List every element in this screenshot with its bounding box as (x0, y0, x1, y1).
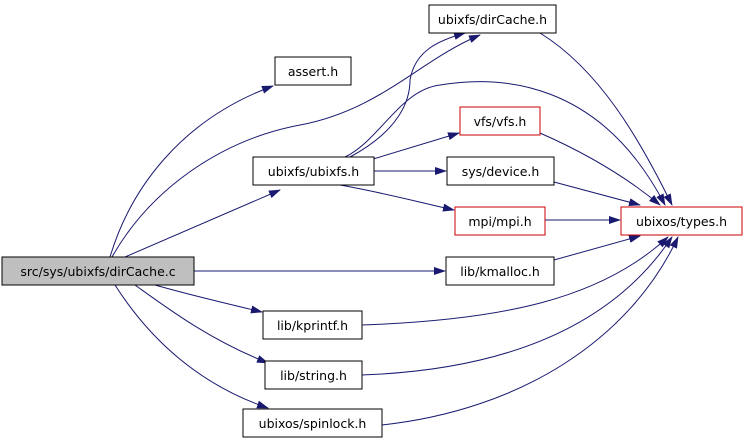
edge-device-to-types-path (553, 181, 641, 207)
edge-ubixfs-to-vfs (369, 132, 460, 161)
edge-ubixfs-to-dircache-path (349, 32, 466, 158)
node-root-label: src/sys/ubixfs/dirCache.c (20, 264, 175, 279)
edge-root-to-dircache (111, 34, 481, 258)
node-kprintf[interactable]: lib/kprintf.h (262, 310, 363, 340)
edge-ubixfs-to-vfs-path (369, 132, 460, 161)
edge-device-to-types (553, 181, 641, 207)
node-ubixfs-ubixfs-box (252, 156, 375, 186)
edge-kprintf-to-types-path (361, 236, 669, 326)
node-assert[interactable]: assert.h (274, 56, 352, 86)
node-sys-device-label: sys/device.h (462, 164, 540, 179)
node-string-label: lib/string.h (280, 368, 347, 383)
node-kmalloc-label: lib/kmalloc.h (460, 264, 540, 279)
nodes-layer: src/sys/ubixfs/dirCache.c assert.h ubixf… (1, 4, 743, 438)
edge-ubixfs-to-dircache (349, 32, 466, 158)
node-ubixfs-ubixfs-label: ubixfs/ubixfs.h (268, 164, 359, 179)
node-assert-box (274, 56, 352, 86)
edge-spinlock-to-types-path (381, 236, 679, 426)
node-types[interactable]: ubixos/types.h (620, 206, 743, 236)
edge-root-to-kprintf-path (154, 284, 263, 314)
edge-ubixfs-to-mpi-path (339, 184, 455, 212)
edge-root-to-spinlock (114, 284, 269, 409)
node-mpi[interactable]: mpi/mpi.h (454, 206, 546, 236)
node-vfs[interactable]: vfs/vfs.h (459, 106, 541, 136)
edge-kmalloc-to-types (553, 235, 641, 261)
node-kprintf-box (262, 310, 363, 340)
node-kmalloc[interactable]: lib/kmalloc.h (445, 256, 555, 286)
node-spinlock[interactable]: ubixos/spinlock.h (242, 408, 383, 438)
node-mpi-label: mpi/mpi.h (468, 214, 531, 229)
edge-vfs-to-types (539, 132, 661, 206)
node-ubixfs-dircache-box (428, 4, 557, 34)
edge-kprintf-to-types (361, 236, 669, 326)
node-assert-label: assert.h (288, 64, 338, 79)
edge-ubixfs-to-types-path (344, 81, 666, 206)
node-root[interactable]: src/sys/ubixfs/dirCache.c (1, 256, 195, 286)
edge-string-to-types-path (361, 236, 673, 376)
edge-dircache-to-types (539, 32, 673, 206)
node-mpi-box (454, 206, 546, 236)
node-sys-device[interactable]: sys/device.h (446, 156, 555, 186)
node-types-box (620, 206, 743, 236)
node-root-box (1, 256, 195, 286)
node-kprintf-label: lib/kprintf.h (277, 318, 348, 333)
node-ubixfs-dircache[interactable]: ubixfs/dirCache.h (428, 4, 557, 34)
node-vfs-label: vfs/vfs.h (474, 114, 527, 129)
node-types-label: ubixos/types.h (636, 214, 727, 229)
edge-root-to-string (134, 284, 269, 364)
node-ubixfs-ubixfs[interactable]: ubixfs/ubixfs.h (252, 156, 375, 186)
edge-vfs-to-types-path (539, 132, 661, 206)
node-sys-device-box (446, 156, 555, 186)
edge-kmalloc-to-types-path (553, 235, 641, 261)
edge-spinlock-to-types (381, 236, 679, 426)
edge-root-to-assert-path (109, 85, 274, 258)
node-kmalloc-box (445, 256, 555, 286)
node-ubixfs-dircache-label: ubixfs/dirCache.h (438, 12, 547, 27)
edge-root-to-assert (109, 85, 274, 258)
edge-root-to-spinlock-path (114, 284, 269, 409)
edge-ubixfs-to-mpi (339, 184, 455, 212)
edges-layer (109, 32, 679, 426)
node-string[interactable]: lib/string.h (264, 360, 363, 390)
edge-root-to-ubixfs-path (124, 189, 281, 258)
node-vfs-box (459, 106, 541, 136)
node-string-box (264, 360, 363, 390)
node-spinlock-box (242, 408, 383, 438)
node-spinlock-label: ubixos/spinlock.h (259, 416, 367, 431)
edge-root-to-kprintf (154, 284, 263, 314)
edge-root-to-string-path (134, 284, 269, 364)
edge-root-to-ubixfs (124, 189, 281, 258)
edge-dircache-to-types-path (539, 32, 673, 206)
edge-root-to-dircache-path (111, 34, 481, 258)
edge-ubixfs-to-types (344, 81, 666, 206)
edge-string-to-types (361, 236, 673, 376)
